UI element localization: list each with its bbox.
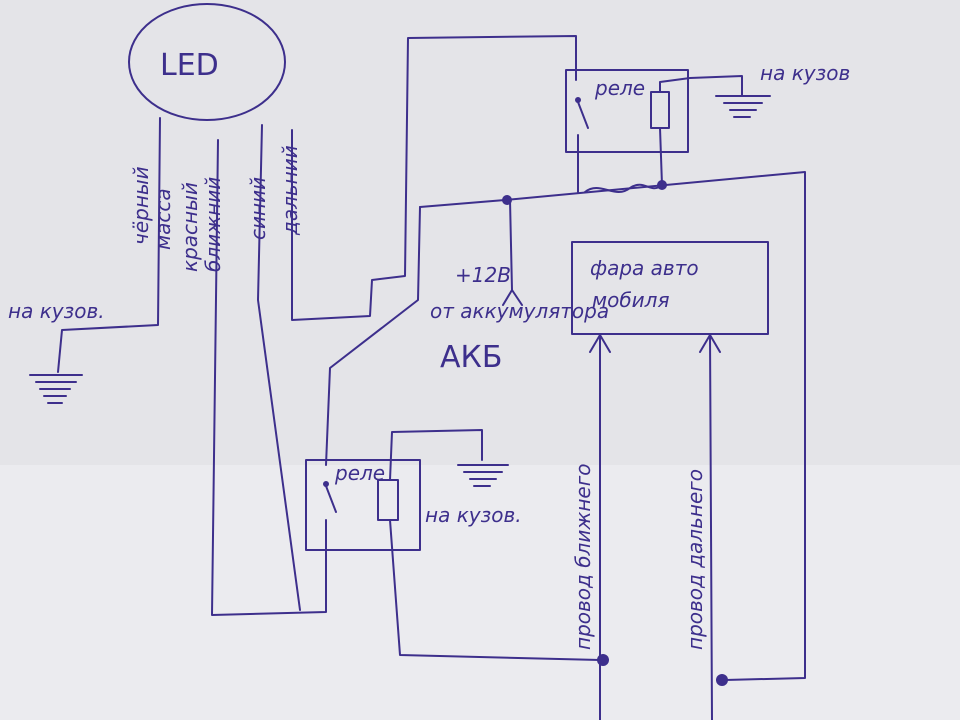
led-label: LED [160, 48, 219, 83]
ground-label-left: на кузов. [8, 299, 105, 323]
headlight-label-2: мобиля [592, 288, 669, 312]
paper-top [0, 0, 960, 465]
junction-dot [657, 180, 667, 190]
low-beam-wire-label: провод ближнего [571, 464, 595, 650]
relay1-contact [575, 97, 581, 103]
high-beam-led-wire [291, 35, 577, 321]
ground-label-top: на кузов [760, 61, 850, 85]
label-red: красный [178, 182, 202, 272]
ground-icon-top [715, 95, 771, 118]
battery-label-1: +12В [455, 263, 511, 287]
relay2-label: реле [334, 461, 385, 485]
relay2-feed-wire [325, 206, 421, 466]
label-low: ближний [201, 177, 225, 272]
headlight-label-1: фара авто [590, 256, 699, 280]
relay2-switch [325, 485, 337, 541]
relay2-box [305, 459, 421, 551]
battery-wire [502, 199, 523, 306]
label-black: чёрный [129, 166, 153, 245]
low-beam-led-wire [211, 139, 327, 616]
relay2-coil [377, 479, 399, 521]
label-mass: масса [151, 188, 175, 250]
mass-wire [57, 117, 161, 373]
ground-icon [29, 374, 83, 404]
headlight-box [571, 241, 769, 335]
relay1-label: реле [594, 76, 645, 100]
relay2-contact [323, 481, 329, 487]
high-beam-wire [699, 334, 721, 720]
relay2-coil-wires [389, 429, 601, 661]
relay1-switch [577, 101, 589, 193]
relay1-coil-wires [659, 75, 743, 186]
high-beam-wire-label: провод дальнего [683, 469, 707, 650]
led-circle [128, 3, 286, 121]
ground-icon-relay2 [457, 464, 509, 487]
junction-dot [716, 674, 728, 686]
relay1-box [565, 69, 689, 153]
label-blue: синий [246, 177, 270, 240]
bus-splice [584, 183, 663, 193]
label-high: дальний [278, 145, 302, 236]
junction-dot [597, 654, 609, 666]
power-bus [419, 171, 806, 681]
battery-label-2: от аккумулятора [430, 299, 609, 323]
blue-wire [257, 124, 301, 611]
battery-label-3: АКБ [440, 340, 502, 375]
ground-label-relay2: на кузов. [425, 503, 522, 527]
